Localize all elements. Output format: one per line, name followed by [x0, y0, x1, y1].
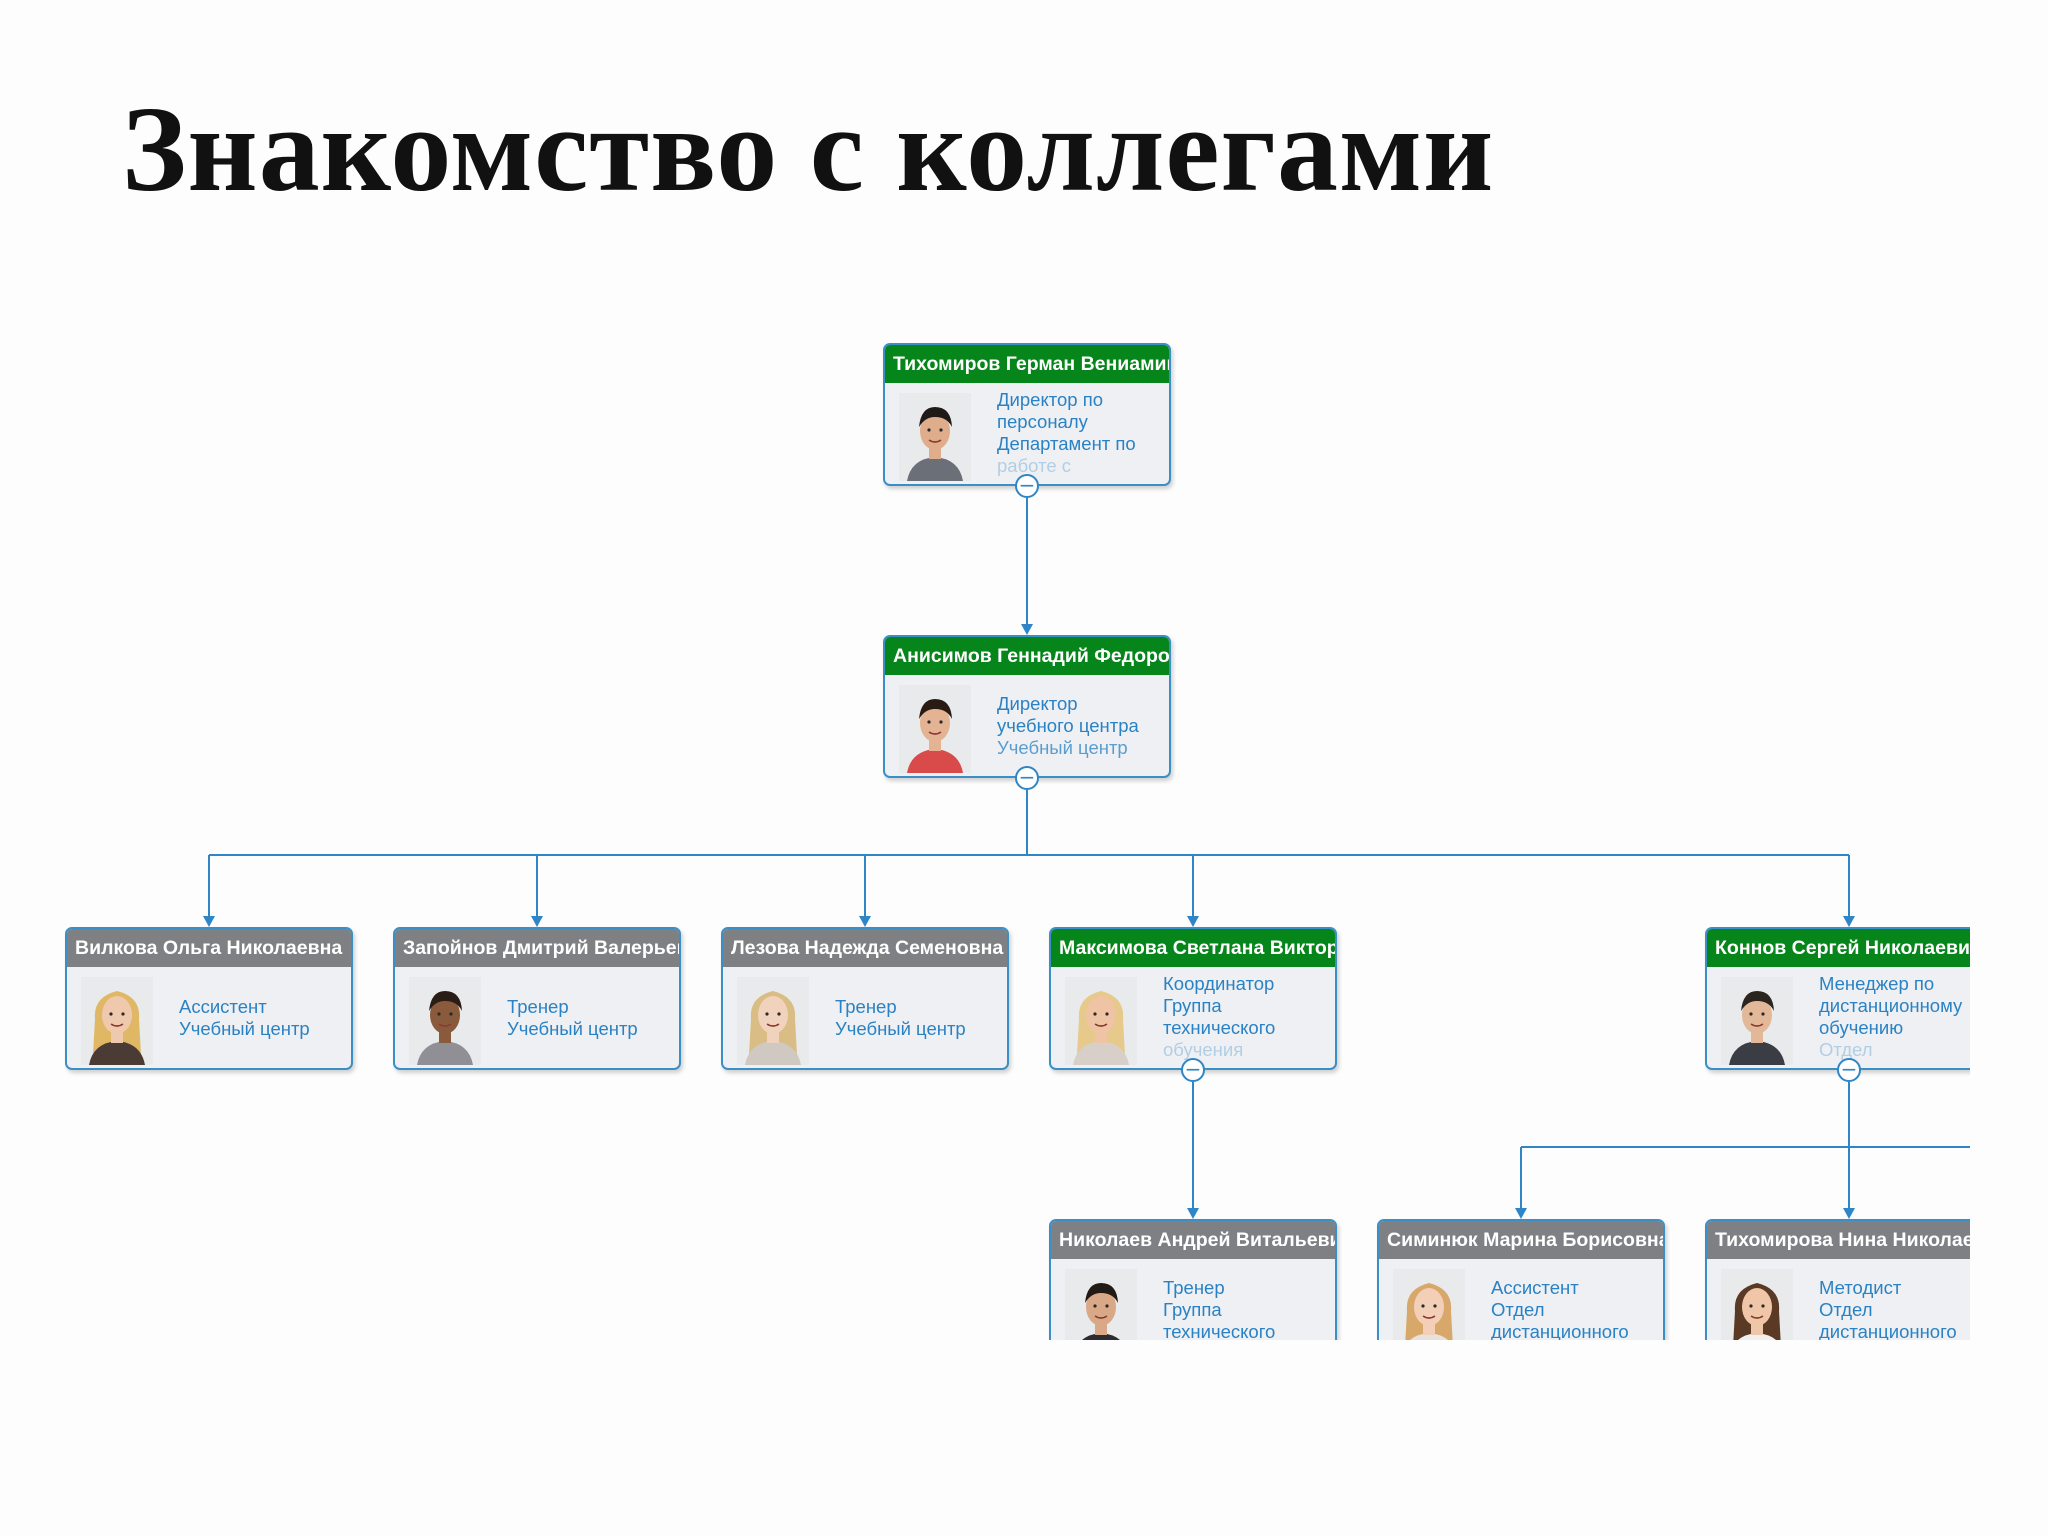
org-card-info-line: дистанционному [1819, 995, 1963, 1016]
org-card-position: Директор [997, 693, 1078, 714]
avatar [899, 685, 971, 773]
org-card-info-line: Отдел [1491, 1299, 1545, 1320]
connector-arrow-maksimova [1187, 916, 1199, 927]
connector-arrow-konnov [1843, 916, 1855, 927]
org-card-position: Ассистент [179, 996, 267, 1017]
org-card-info-line: обучения [1163, 1039, 1244, 1060]
avatar [1721, 1269, 1793, 1340]
org-card-name: Симинюк Марина Борисовна [1379, 1221, 1663, 1259]
org-card-info-line: дистанционного [1491, 1321, 1629, 1340]
org-card-name: Николаев Андрей Витальеви [1051, 1221, 1335, 1259]
avatar [1065, 977, 1137, 1065]
connector-arrow-zapoynov [531, 916, 543, 927]
avatar [737, 977, 809, 1065]
connector-arrow-siminyuk [1515, 1208, 1527, 1219]
org-chart-connectors [203, 498, 1970, 1219]
org-card-info-line: Группа [1163, 1299, 1222, 1320]
org-card-name: Вилкова Ольга Николаевна [67, 929, 351, 967]
org-card-position: Ассистент [1491, 1277, 1579, 1298]
avatar [899, 393, 971, 481]
org-card-position: Тренер [507, 996, 569, 1017]
org-card-info-line: Департамент по [997, 433, 1136, 454]
collapse-toggle-maksimova[interactable]: − [1181, 1058, 1205, 1082]
avatar [1065, 1269, 1137, 1340]
avatar [1721, 977, 1793, 1065]
connector-arrow-vilkova [203, 916, 215, 927]
org-card-position: Директор по [997, 389, 1104, 410]
avatar [409, 977, 481, 1065]
org-card-info-line: работе с [997, 455, 1071, 476]
org-card-position: Тренер [1163, 1277, 1225, 1298]
org-card-info-line: Учебный центр [179, 1018, 310, 1039]
collapse-toggle-konnov[interactable]: − [1837, 1058, 1861, 1082]
org-card-info-line: дистанционного [1819, 1321, 1957, 1340]
org-card-info-line: Учебный центр [997, 737, 1128, 758]
connector-arrow-nikolaev [1187, 1208, 1199, 1219]
org-card-name: Тихомирова Нина Николае [1707, 1221, 1970, 1259]
connector-arrow-tikhomirova [1843, 1208, 1855, 1219]
org-card-info-line: технического [1163, 1017, 1276, 1038]
org-card-info-line: Отдел [1819, 1299, 1873, 1320]
org-card-info-line: Учебный центр [835, 1018, 966, 1039]
org-card-name: Тихомиров Герман Вениамин [885, 345, 1169, 383]
org-card-info-line: персоналу [997, 411, 1088, 432]
org-card-name: Максимова Светлана Виктор [1051, 929, 1335, 967]
org-card-position: Менеджер по [1819, 973, 1935, 994]
org-card-position: Координатор [1163, 973, 1275, 994]
avatar [1393, 1269, 1465, 1340]
collapse-toggle-tikhomirov[interactable]: − [1015, 474, 1039, 498]
org-card-info-line: Группа [1163, 995, 1222, 1016]
org-card-name: Запойнов Дмитрий Валерьев [395, 929, 679, 967]
collapse-toggle-anisimov[interactable]: − [1015, 766, 1039, 790]
org-card-name: Лезова Надежда Семеновна [723, 929, 1007, 967]
connector-arrow-anisimov [1021, 624, 1033, 635]
org-card-name: Коннов Сергей Николаевич [1707, 929, 1970, 967]
avatar [81, 977, 153, 1065]
org-card-info-line: Отдел [1819, 1039, 1873, 1060]
org-card-info-line: Учебный центр [507, 1018, 638, 1039]
org-card-position: Методист [1819, 1277, 1902, 1298]
org-card-info-line: обучению [1819, 1017, 1904, 1038]
org-card-info-line: технического [1163, 1321, 1276, 1340]
org-card-info-line: учебного центра [997, 715, 1139, 736]
slide-title: Знакомство с коллегами [122, 82, 1495, 217]
connector-arrow-lezova [859, 916, 871, 927]
org-card-name: Анисимов Геннадий Федоров [885, 637, 1169, 675]
org-card-position: Тренер [835, 996, 897, 1017]
